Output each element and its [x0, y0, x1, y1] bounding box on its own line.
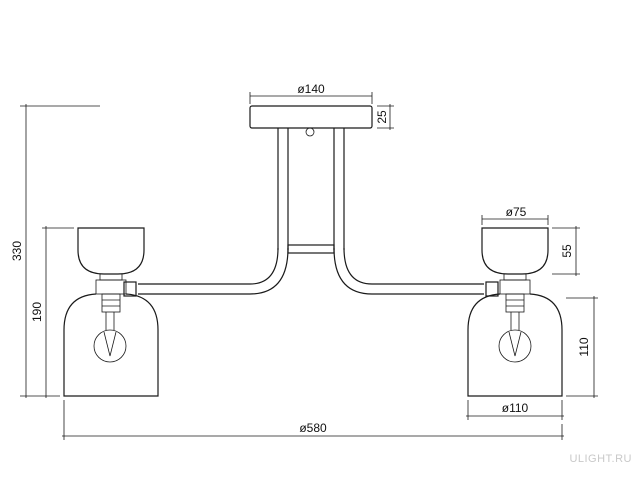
canopy-diameter-label: ø140 — [297, 82, 325, 96]
central-stem — [277, 128, 345, 254]
left-lamp — [63, 227, 159, 397]
dimension-total-height: 330 — [10, 104, 100, 398]
total-height-label: 330 — [10, 241, 24, 261]
watermark-text: ULIGHT.RU — [569, 453, 632, 465]
ceiling-canopy — [249, 105, 373, 137]
dimension-cup-diameter: ø75 — [481, 205, 549, 225]
total-width-label: ø580 — [299, 421, 327, 435]
dimension-shade-diameter: ø110 — [466, 400, 564, 420]
cup-height-label: 55 — [560, 244, 574, 258]
right-lamp — [467, 227, 563, 397]
dimension-canopy-height: 25 — [375, 104, 394, 130]
shade-height-label: 110 — [577, 337, 591, 356]
arm-height-label: 190 — [30, 302, 44, 322]
dimension-total-width: ø580 — [62, 400, 564, 440]
cup-diameter-label: ø75 — [506, 205, 527, 219]
canopy-height-label: 25 — [375, 110, 389, 124]
left-arm — [123, 247, 289, 297]
dimension-cup-height: 55 — [552, 226, 580, 276]
shade-diameter-label: ø110 — [502, 401, 529, 415]
dimension-shade-height: 110 — [566, 296, 598, 398]
dimension-canopy-diameter: ø140 — [249, 82, 373, 104]
dimension-arm-height: 190 — [30, 226, 74, 398]
right-arm — [333, 247, 499, 297]
